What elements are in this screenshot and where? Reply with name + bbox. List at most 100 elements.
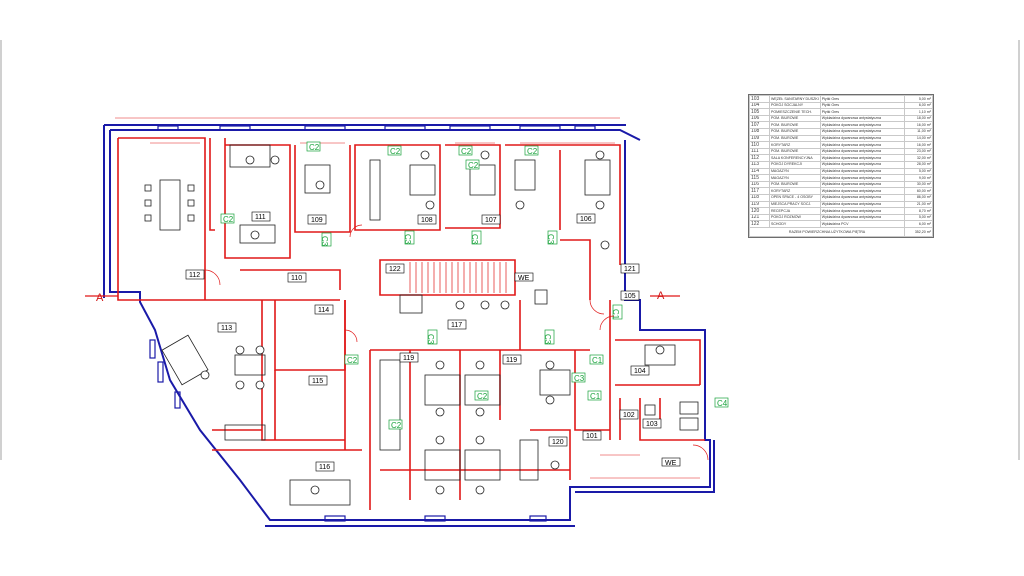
floor-cell: Wykładzina dywanowa antystatyczna: [819, 167, 906, 176]
right-edge: [1018, 40, 1020, 460]
floor-cell: Wykładzina dywanowa antystatyczna: [819, 147, 906, 156]
room-name-cell: KORYTARZ: [768, 187, 821, 195]
room-number: 119: [403, 355, 414, 362]
floor-cell: Wykładzina dywanowa antystatyczna: [819, 213, 906, 222]
furniture: [144, 144, 699, 506]
floor-cell: Wykładzina dywanowa antystatyczna: [819, 121, 906, 129]
room-number: 110: [291, 275, 302, 282]
room-number: 108: [421, 217, 433, 224]
exit-signs: WE WE: [514, 272, 681, 467]
room-num-cell: 105: [749, 108, 770, 116]
room-num-cell: 103: [749, 95, 770, 103]
area-cell: 6,00 m²: [904, 220, 933, 228]
left-edge: [0, 40, 2, 460]
room-num-cell: 120: [749, 207, 770, 215]
tag-label: C3: [426, 334, 435, 345]
room-name-cell: OPEN SPACE - 4 OSOBY: [768, 193, 821, 202]
floor-cell: Wykładzina dywanowa antystatyczna: [819, 127, 906, 136]
area-cell: 23,00 m²: [904, 147, 933, 156]
area-cell: 86,00 m²: [904, 193, 933, 202]
room-name-cell: RECEPCJA: [768, 207, 821, 215]
room-number: 106: [580, 216, 592, 223]
area-cell: 30,00 m²: [904, 180, 933, 189]
area-cell: 28,00 m²: [904, 160, 933, 169]
tag-label: C1: [611, 309, 620, 320]
room-number: 107: [485, 217, 497, 224]
room-name-cell: POM. BIUROWE: [768, 134, 821, 143]
area-cell: 16,00 m²: [904, 121, 933, 129]
room-num-cell: 109: [749, 134, 770, 143]
tag-label: C2: [527, 147, 538, 156]
room-num-cell: 112: [749, 154, 770, 162]
room-number: 103: [646, 421, 658, 428]
floor-cell: Wykładzina PCV: [819, 220, 906, 228]
room-number: 104: [634, 368, 646, 375]
room-name-cell: POM. BIUROWE: [768, 147, 821, 156]
exit-sign-label: WE: [665, 460, 677, 467]
room-num-cell: 111: [749, 147, 770, 156]
tag-label: C1: [592, 356, 603, 365]
tag-label: C2: [461, 147, 472, 156]
tag-label: C2: [347, 356, 358, 365]
partitions: [117, 137, 705, 510]
room-num-cell: 108: [749, 127, 770, 136]
room-number: 120: [552, 439, 564, 446]
area-cell: 18,00 m²: [904, 114, 933, 123]
area-cell: 6,00 m²: [904, 101, 933, 110]
room-num-cell: 113: [749, 160, 770, 169]
room-name-cell: SCHODY: [768, 220, 821, 228]
area-cell: 1,10 m²: [904, 108, 933, 116]
room-num-cell: 117: [749, 187, 770, 195]
room-number: 121: [624, 266, 636, 273]
room-num-cell: 114: [749, 167, 770, 176]
tag-label: C3: [320, 236, 329, 247]
tag-label: C2: [468, 161, 479, 170]
room-labels: [185, 211, 662, 472]
tag-label: C2: [223, 215, 234, 224]
area-cell: 32,00 m²: [904, 154, 933, 162]
room-number: 105: [624, 293, 636, 300]
room-num-cell: 122: [749, 220, 770, 228]
area-cell: 9,00 m²: [904, 174, 933, 182]
tag-label: C3: [546, 234, 555, 245]
room-number: 117: [451, 322, 462, 329]
room-number: 111: [255, 214, 266, 221]
table-total-row: RAZEM POWIERZCHNIA UŻYTKOWA PIĘTRA 352,2…: [748, 226, 933, 237]
area-cell: 14,00 m²: [904, 134, 933, 143]
tag-label: C3: [574, 374, 585, 383]
room-num-cell: 110: [749, 141, 770, 149]
room-name-cell: POMIESZCZENIE TECH.: [768, 108, 821, 116]
area-cell: 5,00 m²: [904, 95, 933, 103]
room-number: 115: [312, 378, 323, 385]
room-name-cell: WĘZEŁ SANITARNY DUSZKI: [768, 95, 821, 103]
tag-label: C4: [717, 399, 728, 408]
floor-cell: Wykładzina dywanowa antystatyczna: [819, 134, 906, 143]
room-name-cell: POKÓJ ROZMÓW: [768, 213, 821, 222]
area-cell: 8,70 m²: [904, 207, 933, 215]
floor-cell: Wykładzina dywanowa antystatyczna: [819, 160, 906, 169]
room-name-cell: MAGAZYN: [768, 174, 821, 182]
room-name-cell: POKÓJ SOCJALNY: [768, 101, 821, 110]
room-num-cell: 121: [749, 213, 770, 222]
room-number: 114: [318, 307, 329, 314]
equipment-tags: C2 C2 C2 C2 C2 C2 C2 C2 C2 C3 C3 C3 C1 C…: [220, 141, 729, 430]
tag-label: C3: [403, 234, 412, 245]
floor-cell: Wykładzina dywanowa antystatyczna: [819, 114, 906, 123]
tag-label: C3: [470, 234, 479, 245]
area-cell: 21,00 m²: [904, 200, 933, 209]
floor-cell: Wykładzina dywanowa antystatyczna: [819, 207, 906, 215]
tag-label: C2: [309, 143, 320, 152]
floor-cell: Płytki Gres: [819, 108, 906, 116]
